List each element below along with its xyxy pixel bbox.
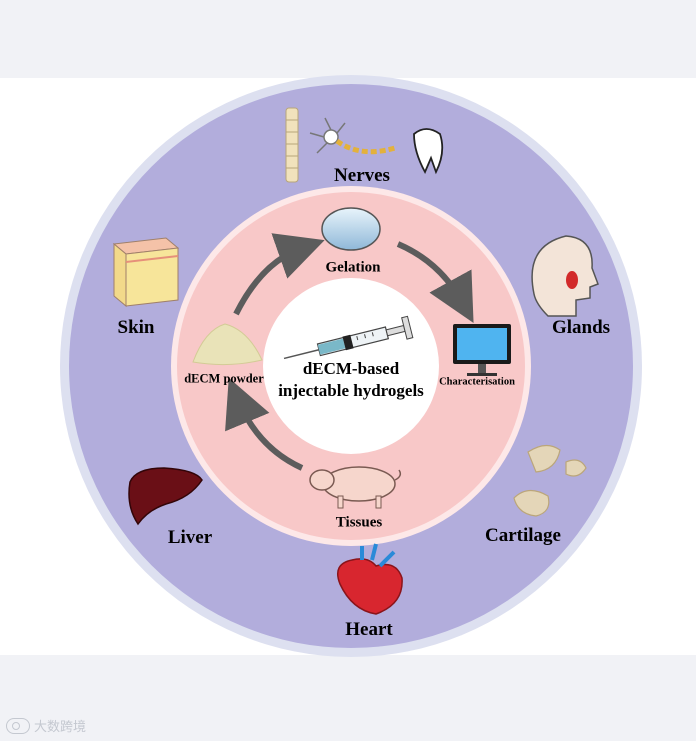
gelation-drop-icon — [321, 207, 381, 251]
monitor-icon — [453, 324, 511, 376]
label-skin: Skin — [117, 317, 155, 338]
label-heart: Heart — [345, 619, 393, 640]
tooth-icon — [413, 128, 444, 175]
label-liver: Liver — [167, 527, 213, 548]
skin-icon — [112, 237, 180, 308]
center-circle — [263, 278, 439, 454]
arrow-tissues-to-powder — [225, 377, 304, 471]
label-tissues: Tissues — [335, 514, 383, 531]
heart-icon — [337, 543, 403, 615]
label-nerves: Nerves — [334, 165, 390, 186]
head-glands-icon — [531, 235, 599, 317]
label-characterisation: Characterisation — [439, 376, 515, 388]
label-glands: Glands — [551, 317, 611, 338]
watermark-logo-icon — [6, 717, 30, 734]
label-cartilage: Cartilage — [485, 525, 561, 546]
label-decm-powder: dECM powder — [184, 371, 264, 386]
spine-icon — [285, 107, 299, 183]
center-title: dECM-based injectable hydrogels — [278, 358, 424, 402]
center-title-line2: injectable hydrogels — [278, 381, 424, 400]
center-title-line1: dECM-based — [302, 359, 400, 378]
label-gelation: Gelation — [325, 259, 381, 276]
liver-icon — [128, 467, 203, 526]
neuron-icon — [309, 117, 396, 155]
watermark: 大数跨境 — [6, 716, 86, 735]
cartilage-icon — [513, 444, 587, 517]
powder-icon — [192, 323, 263, 366]
arrow-gelation-to-characterisation — [396, 241, 474, 324]
watermark-text: 大数跨境 — [34, 720, 87, 735]
arrow-powder-to-gelation — [233, 233, 325, 316]
syringe-icon — [283, 315, 414, 360]
pig-icon — [309, 466, 402, 509]
